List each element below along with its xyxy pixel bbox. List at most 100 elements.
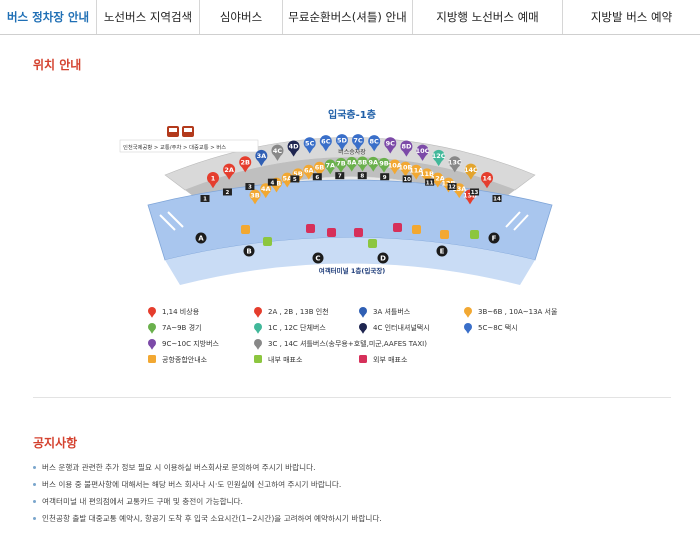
bus-stop-pin: 6A: [303, 164, 315, 180]
svg-text:4C: 4C: [273, 147, 283, 155]
bus-stop-pin: 9A: [367, 156, 379, 172]
legend-pin-icon: [464, 307, 472, 318]
svg-text:8C: 8C: [370, 137, 380, 145]
tab-night-bus[interactable]: 심야버스: [200, 0, 283, 34]
bus-stop-pin: 14C: [464, 163, 478, 180]
legend-label: 3B~6B , 10A~13A 서울: [478, 307, 558, 316]
notice-item: 여객터미널 내 편의점에서 교통카드 구매 및 충전이 가능합니다.: [33, 493, 683, 510]
legend-item: 1C , 12C 단체버스: [254, 323, 326, 334]
bus-stop-pin: 8D: [400, 140, 413, 157]
svg-text:6B: 6B: [315, 164, 325, 172]
notice-item: 버스 이용 중 불편사항에 대해서는 해당 버스 회사나 시·도 민원실에 신고…: [33, 476, 683, 493]
gate-b[interactable]: B: [243, 245, 255, 257]
svg-text:7B: 7B: [336, 160, 346, 168]
svg-text:10A: 10A: [388, 161, 402, 169]
legend-item: 7A~9B 경기: [148, 323, 201, 334]
svg-text:B: B: [246, 248, 251, 256]
stop-number: 4: [267, 178, 277, 186]
gate-d[interactable]: D: [377, 252, 389, 264]
tab-route-bus-search[interactable]: 노선버스 지역검색: [97, 0, 200, 34]
info-desk-icon: [241, 225, 449, 239]
svg-text:9: 9: [383, 175, 387, 181]
legend-pin-icon: [359, 307, 367, 318]
bus-stop-pin: 2B: [239, 156, 252, 173]
gate-a[interactable]: A: [195, 232, 207, 244]
stop-number: 2: [222, 188, 232, 196]
bus-stop-pin: 4D: [287, 140, 300, 157]
inner-ticket-booth-icon: [263, 230, 479, 248]
svg-text:11A: 11A: [409, 167, 423, 175]
gate-e[interactable]: E: [436, 245, 448, 257]
tab-bar: 버스 정차장 안내 노선버스 지역검색 심야버스 무료순환버스(셔틀) 안내 지…: [0, 0, 700, 35]
bus-stop-pin: 10C: [416, 144, 430, 161]
legend-pin-icon: [148, 339, 156, 350]
svg-text:6C: 6C: [321, 137, 331, 145]
svg-text:11: 11: [426, 180, 434, 186]
bus-stop-pin: 7B: [335, 157, 347, 173]
bus-stop-pin: 9C: [384, 137, 397, 154]
svg-text:F: F: [492, 235, 497, 243]
legend-label: 3A 셔틀버스: [373, 307, 411, 316]
legend-label: 5C~8C 택시: [478, 323, 518, 332]
svg-text:E: E: [440, 248, 445, 256]
legend-label: 4C 인터내셔널택시: [373, 323, 430, 332]
legend-pin-icon: [359, 323, 367, 334]
bus-stop-pin: 4C: [271, 144, 284, 161]
stop-number: 10: [402, 175, 412, 183]
bus-stop-pin: 8B: [357, 156, 368, 172]
stop-number: 12: [447, 183, 457, 191]
legend-pin-icon: [464, 323, 472, 334]
svg-text:4D: 4D: [289, 143, 300, 151]
svg-text:10B: 10B: [399, 164, 413, 172]
svg-text:12A: 12A: [431, 174, 445, 182]
breadcrumb-tooltip: 인천국제공항 > 교통/주차 > 대중교통 > 버스: [119, 139, 259, 153]
svg-text:5D: 5D: [337, 136, 348, 144]
bus-stop-pin: 7A: [324, 159, 336, 175]
legend-pin-icon: [254, 323, 262, 334]
tab-bus-stop-guide[interactable]: 버스 정차장 안내: [0, 0, 97, 34]
stop-number: 9: [380, 173, 390, 181]
gate-group: A B C D E F: [195, 232, 500, 264]
legend-item: 3C , 14C 셔틀버스(송무용+호텔,미군,AAFES TAXI): [254, 339, 427, 350]
bus-stop-pin: 10B: [399, 161, 413, 177]
legend-label: 외부 매표소: [373, 355, 408, 364]
legend-item: 1,14 비상용: [148, 307, 200, 318]
gate-markings: [159, 211, 529, 231]
upper-road: [185, 157, 515, 205]
legend-item: 내부 매표소: [254, 355, 303, 364]
stop-number: 13: [470, 188, 480, 196]
legend-pin-icon: [148, 323, 156, 334]
tab-regional-bus-booking[interactable]: 지방행 노선버스 예매: [413, 0, 563, 34]
svg-text:D: D: [380, 255, 386, 263]
legend-pin-icon: [148, 307, 156, 318]
svg-text:11B: 11B: [420, 170, 434, 178]
svg-text:2: 2: [226, 190, 230, 196]
stop-number: 7: [335, 172, 345, 180]
gate-f[interactable]: F: [488, 232, 500, 244]
gate-c[interactable]: C: [312, 252, 324, 264]
legend-booth-icon: [254, 355, 262, 363]
legend-label: 2A , 2B , 13B 인천: [268, 307, 329, 316]
bus-stop-label: 버스승차장: [338, 148, 366, 156]
legend-item: 3A 셔틀버스: [359, 307, 411, 318]
tab-free-shuttle[interactable]: 무료순환버스(셔틀) 안내: [283, 0, 413, 34]
bus-stop-pin: 5D: [335, 134, 348, 151]
tab-regional-bus-reservation[interactable]: 지방발 버스 예약: [590, 10, 673, 24]
bus-stop-pin: 11A: [409, 164, 423, 180]
svg-text:4: 4: [270, 180, 274, 186]
svg-text:6: 6: [315, 175, 319, 181]
svg-text:8: 8: [360, 174, 364, 180]
svg-text:10C: 10C: [416, 147, 430, 155]
svg-text:12: 12: [448, 185, 456, 191]
bus-stop-pin: 5C: [303, 137, 316, 154]
legend-label: 내부 매표소: [268, 355, 303, 364]
bus-stop-pin: 12C: [432, 149, 446, 167]
terminal-label: 여객터미널 1층(입국장): [319, 266, 386, 275]
svg-text:1: 1: [211, 174, 216, 182]
legend-item: 공항종합안내소: [148, 355, 208, 364]
legend-pin-icon: [254, 307, 262, 318]
legend-booth-icon: [148, 355, 156, 363]
map-legend: 1,14 비상용 2A , 2B , 13B 인천 3A 셔틀버스 3B~6B , 1…: [148, 307, 558, 364]
